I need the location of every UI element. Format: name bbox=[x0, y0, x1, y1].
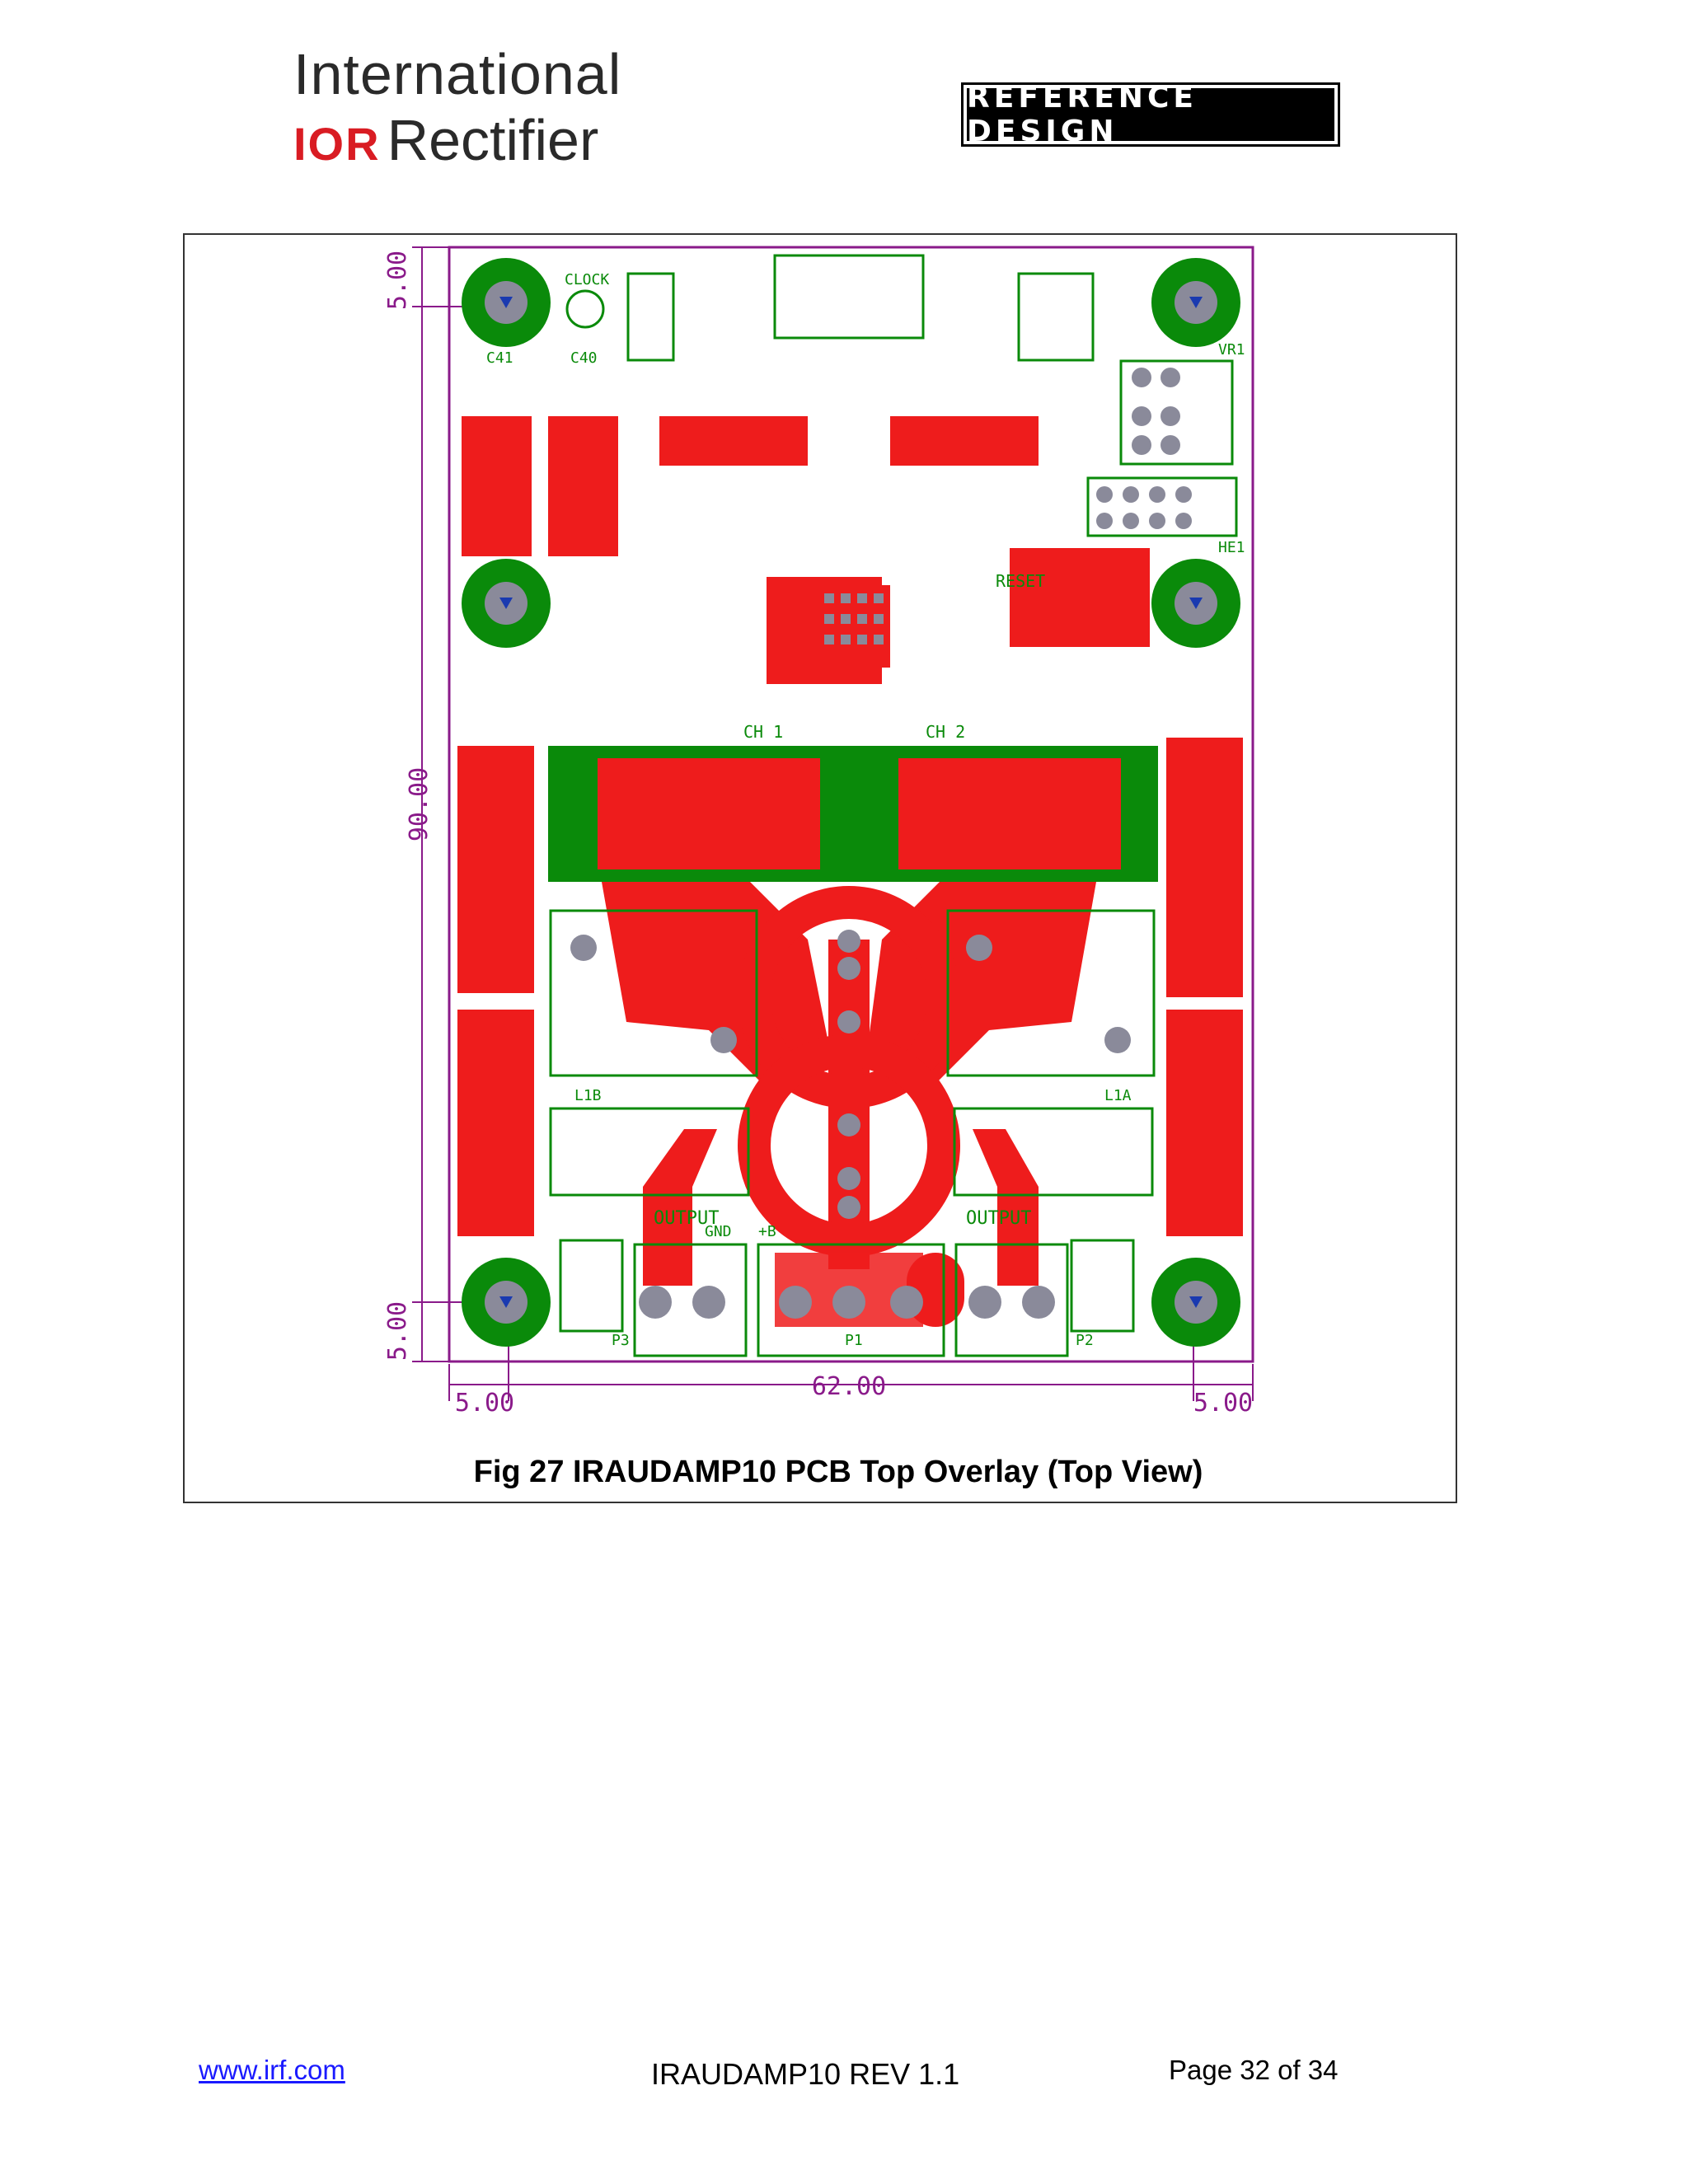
mounting-holes bbox=[462, 258, 1240, 1347]
label-gnd: GND bbox=[705, 1223, 732, 1240]
label-he1: HE1 bbox=[1218, 539, 1245, 556]
label-clock: CLOCK bbox=[565, 271, 609, 288]
dim-width: 62.00 bbox=[812, 1372, 886, 1401]
dim-right-margin: 5.00 bbox=[1193, 1389, 1253, 1418]
label-c40: C40 bbox=[570, 349, 598, 367]
label-l1b: L1B bbox=[574, 1087, 602, 1104]
figure-frame bbox=[183, 233, 1457, 1503]
label-reset: RESET bbox=[996, 571, 1045, 591]
heatsink-overlay bbox=[548, 746, 1158, 882]
label-c41: C41 bbox=[486, 349, 513, 367]
ior-logo-mark: IOR bbox=[293, 118, 381, 170]
connector-pads bbox=[570, 368, 1192, 1319]
component-outlines bbox=[549, 254, 1238, 1357]
label-p2: P2 bbox=[1076, 1332, 1094, 1349]
dim-left-margin: 5.00 bbox=[455, 1389, 514, 1418]
copper-layer bbox=[457, 416, 1243, 1327]
pcb-top-overlay-image: 5.00 90.00 5.00 5.00 62.00 5.00 bbox=[383, 246, 1254, 1418]
label-p1: P1 bbox=[845, 1332, 863, 1349]
ic-area bbox=[816, 585, 890, 668]
label-vr1: VR1 bbox=[1218, 341, 1245, 359]
footer-url-link[interactable]: www.irf.com bbox=[199, 2055, 345, 2085]
dim-bottom-margin: 5.00 bbox=[383, 1301, 412, 1361]
label-plus-b: +B bbox=[758, 1223, 776, 1240]
label-output-right: OUTPUT bbox=[966, 1208, 1031, 1229]
dim-top-margin: 5.00 bbox=[383, 251, 412, 310]
footer-page-number: Page 32 of 34 bbox=[1169, 2055, 1339, 2085]
label-ch1: CH 1 bbox=[743, 722, 783, 742]
reference-design-label: REFERENCE DESIGN bbox=[967, 81, 1334, 148]
label-l1a: L1A bbox=[1104, 1087, 1132, 1104]
footer-doc-id: IRAUDAMP10 REV 1.1 bbox=[651, 2057, 960, 2091]
company-name-line2: Rectifier bbox=[387, 108, 599, 172]
company-name-line1: International bbox=[293, 42, 622, 106]
label-output-left: OUTPUT bbox=[654, 1208, 719, 1229]
dim-height: 90.00 bbox=[405, 767, 434, 841]
label-p3: P3 bbox=[612, 1332, 630, 1349]
label-ch2: CH 2 bbox=[926, 722, 965, 742]
figure-caption: Fig 27 IRAUDAMP10 PCB Top Overlay (Top V… bbox=[473, 1455, 1203, 1489]
reference-design-badge: REFERENCE DESIGN bbox=[961, 81, 1340, 148]
